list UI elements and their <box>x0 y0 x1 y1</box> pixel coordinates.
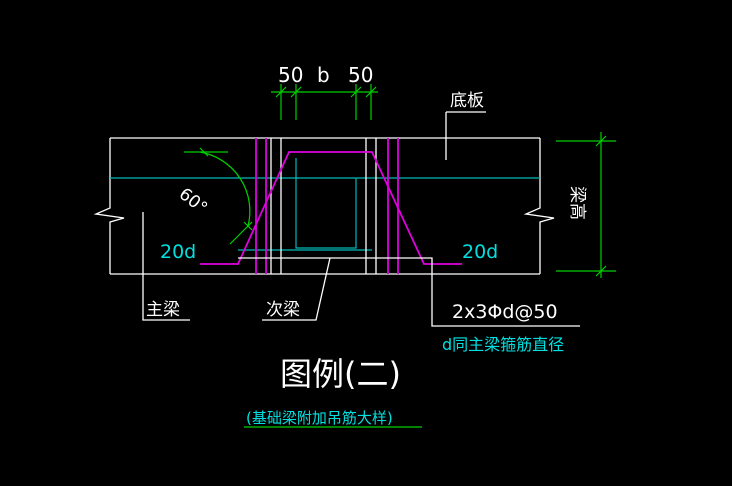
stirrup-spec-label: 2x3Φd@50 <box>452 301 558 323</box>
main-beam-label: 主梁 <box>146 300 180 320</box>
slab-leader <box>445 111 486 160</box>
legend-subtitle: (基础梁附加吊筋大样) <box>246 409 393 427</box>
secondary-beam-leader <box>262 257 331 321</box>
angle-label: 60° <box>175 184 211 218</box>
anchor-left-label: 20d <box>160 241 196 263</box>
stirrup-note-label: d同主梁箍筋直径 <box>442 335 564 354</box>
dim-right: 50 <box>348 63 373 87</box>
anchor-right-label: 20d <box>462 241 498 263</box>
hanger-bar <box>200 151 462 265</box>
bottom-slab-label: 底板 <box>450 91 484 111</box>
main-beam-leader <box>142 212 190 321</box>
dim-left: 50 <box>278 63 303 87</box>
main-beam-outline <box>93 137 555 275</box>
stirrups <box>255 138 399 274</box>
stirrup-leader <box>238 257 580 327</box>
cyan-rebar <box>110 158 540 251</box>
secondary-beam-label: 次梁 <box>266 300 300 320</box>
dim-middle: b <box>317 63 330 87</box>
top-dimension <box>271 84 378 120</box>
beam-height-label: 梁高 <box>567 186 587 220</box>
angle-mark <box>184 147 253 245</box>
legend-title: 图例(二) <box>280 355 401 393</box>
height-dimension <box>556 132 616 278</box>
